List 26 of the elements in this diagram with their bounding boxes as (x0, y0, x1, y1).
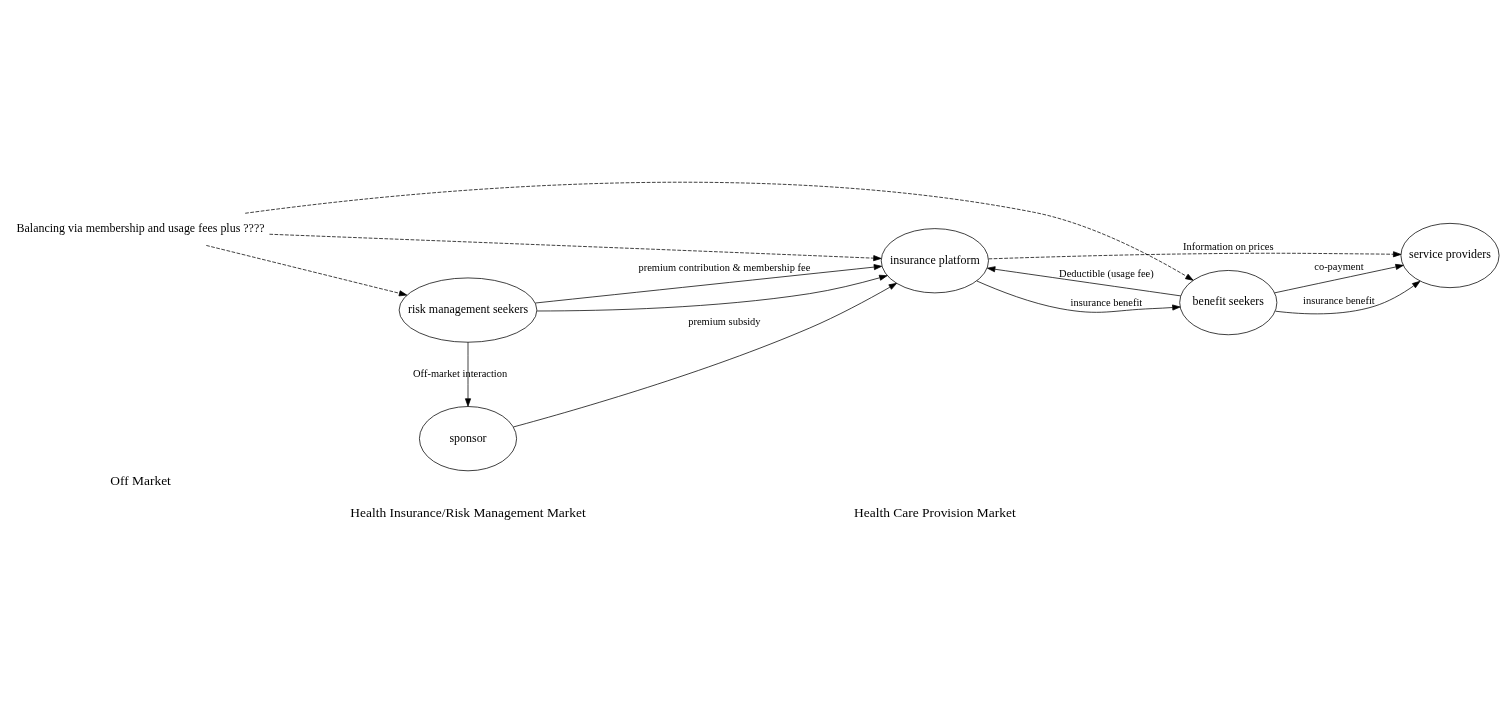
label: Off Market (110, 472, 171, 488)
edge-label: premium contribution & membership fee (638, 261, 811, 273)
node-text: Balancing via membership and usage fees plus ???? (16, 220, 265, 235)
edge-label: premium subsidy (688, 315, 761, 327)
arrow (976, 280, 1181, 313)
arrow (1274, 263, 1404, 293)
edge-label: Off-market interaction (413, 367, 508, 379)
arrow (1275, 280, 1421, 314)
arrow (513, 282, 897, 427)
arrow (244, 181, 1194, 281)
edge-label: insurance benefit (1303, 294, 1375, 305)
edge-label: Information on prices (1183, 240, 1274, 252)
edge-label: insurance benefit (1070, 296, 1143, 308)
edge-label: Deductible (usage fee) (1059, 267, 1154, 279)
edge-label: co-payment (1314, 260, 1364, 272)
arrow (465, 341, 471, 407)
label: Health Insurance/Risk Management Market (350, 504, 586, 520)
arrow (535, 263, 882, 303)
node-ellipse: benefit seekers (1179, 269, 1278, 335)
arrow (987, 265, 1182, 296)
arrow (269, 233, 882, 261)
arrow (988, 250, 1402, 259)
arrow (536, 274, 888, 311)
arrow (205, 244, 408, 296)
label: Health Care Provision Market (854, 504, 1016, 520)
node-ellipse: sponsor (419, 405, 517, 471)
